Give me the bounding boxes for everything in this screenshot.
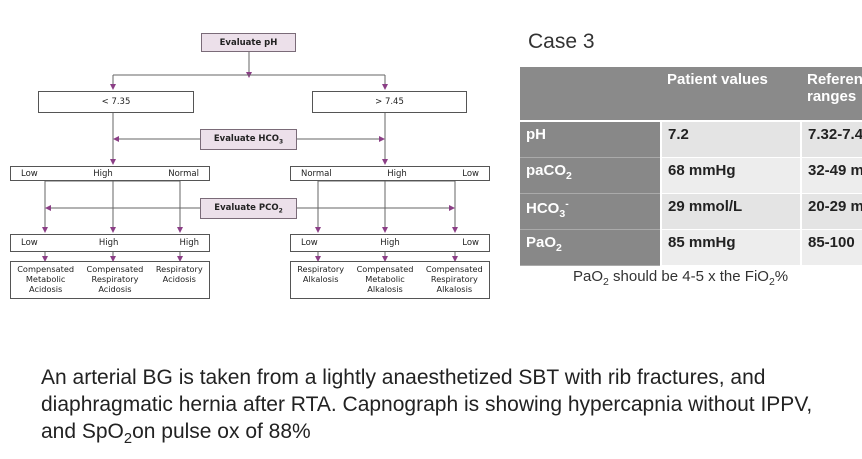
acid-base-flowchart: Evaluate pH < 7.35 > 7.45 Evaluate HCO3 … xyxy=(0,27,500,310)
evaluate-hco3-label: Evaluate HCO3 xyxy=(213,133,284,146)
value-ph: 7.2 xyxy=(660,121,801,158)
flowchart-connectors xyxy=(42,52,458,262)
result-respiratory-alkalosis: Respiratory Alkalosis xyxy=(297,264,345,284)
evaluate-hco3-box: Evaluate HCO3 xyxy=(200,129,297,150)
evaluate-pco2-label: Evaluate PCO2 xyxy=(214,202,283,215)
hco3-left-low: Low xyxy=(21,168,38,179)
result-compensated-respiratory-acidosis: Compensated Respiratory Acidosis xyxy=(86,264,144,294)
evaluate-ph-box: Evaluate pH xyxy=(201,33,296,52)
result-compensated-respiratory-alkalosis: Compensated Respiratory Alkalosis xyxy=(425,264,483,294)
table-row: HCO3- 29 mmol/L 20-29 mmol/L xyxy=(520,193,862,230)
pco2-left-high-2: High xyxy=(179,238,199,248)
pco2-left-low: Low xyxy=(21,238,38,248)
abg-results-table: Patient values Reference ranges pH 7.2 7… xyxy=(520,67,862,266)
header-patient-values: Patient values xyxy=(661,67,801,122)
ph-low-box: < 7.35 xyxy=(38,91,194,113)
hco3-right-high: High xyxy=(387,168,407,179)
case-title: Case 3 xyxy=(528,30,595,53)
table-row: PaO2 85 mmHg 85-100 xyxy=(520,229,862,266)
value-hco3: 29 mmol/L xyxy=(660,193,801,230)
header-reference-ranges: Reference ranges xyxy=(801,67,862,122)
ph-low-label: < 7.35 xyxy=(101,97,131,107)
value-paco2: 68 mmHg xyxy=(660,157,801,194)
pco2-right-low: Low xyxy=(301,238,318,248)
ref-pao2: 85-100 xyxy=(800,229,862,266)
param-ph: pH xyxy=(520,121,661,158)
results-left: Compensated Metabolic Acidosis Compensat… xyxy=(10,261,210,299)
pao2-fio2-note: PaO2 should be 4-5 x the FiO2% xyxy=(573,268,789,288)
hco3-right-normal: Normal xyxy=(301,168,332,179)
evaluate-pco2-box: Evaluate PCO2 xyxy=(200,198,297,219)
case-description: An arterial BG is taken from a lightly a… xyxy=(41,366,813,448)
pco2-right-low-2: Low xyxy=(462,238,479,248)
pco2-row-left: Low High High xyxy=(10,234,210,252)
evaluate-ph-label: Evaluate pH xyxy=(219,37,278,48)
results-right: Respiratory Alkalosis Compensated Metabo… xyxy=(290,261,490,299)
result-respiratory-acidosis: Respiratory Acidosis xyxy=(155,264,203,284)
ph-high-label: > 7.45 xyxy=(375,97,404,107)
pco2-row-right: Low High Low xyxy=(290,234,490,252)
param-pao2: PaO2 xyxy=(520,229,661,266)
hco3-row-right: Normal High Low xyxy=(290,166,490,181)
value-pao2: 85 mmHg xyxy=(660,229,801,266)
ref-ph: 7.32-7.44 xyxy=(800,121,862,158)
table-header-row: Patient values Reference ranges xyxy=(520,67,862,122)
table-header-corner xyxy=(520,67,661,122)
result-compensated-metabolic-alkalosis: Compensated Metabolic Alkalosis xyxy=(356,264,414,294)
ref-paco2: 32-49 mmHg xyxy=(800,157,862,194)
ref-hco3: 20-29 mmol/L xyxy=(800,193,862,230)
hco3-left-normal: Normal xyxy=(168,168,199,179)
hco3-row-left: Low High Normal xyxy=(10,166,210,181)
result-compensated-metabolic-acidosis: Compensated Metabolic Acidosis xyxy=(17,264,75,294)
table-row: pH 7.2 7.32-7.44 xyxy=(520,121,862,158)
pco2-right-high: High xyxy=(380,238,400,248)
table-row: paCO2 68 mmHg 32-49 mmHg xyxy=(520,157,862,194)
pco2-left-high: High xyxy=(98,238,119,248)
param-hco3: HCO3- xyxy=(520,193,661,230)
ph-high-box: > 7.45 xyxy=(312,91,467,113)
param-paco2: paCO2 xyxy=(520,157,661,194)
hco3-left-high: High xyxy=(93,168,113,179)
hco3-right-low: Low xyxy=(462,168,479,179)
